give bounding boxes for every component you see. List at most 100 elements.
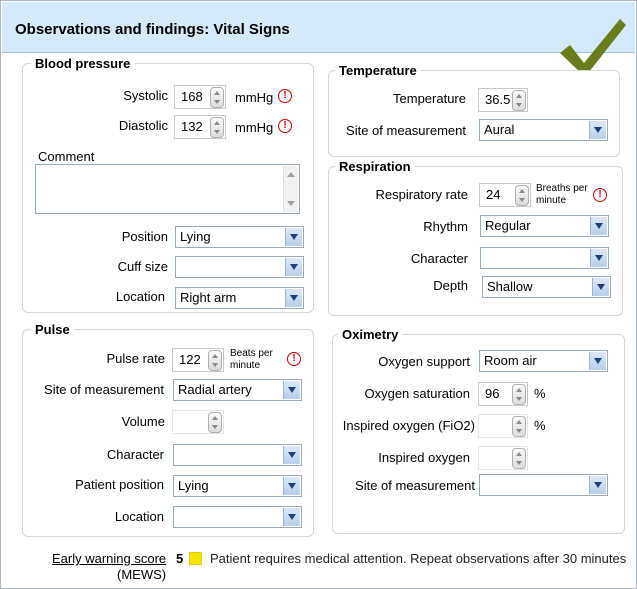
pulse-site-label: Site of measurement — [44, 382, 164, 397]
pulse-rate-spinner-icon[interactable] — [208, 350, 222, 371]
chevron-down-icon[interactable] — [592, 278, 609, 296]
temperature-value: 36.5 — [485, 92, 511, 107]
bp-position-value: Lying — [180, 229, 211, 244]
rhythm-value: Regular — [485, 218, 531, 233]
depth-value: Shallow — [487, 279, 533, 294]
comment-scrollbar[interactable] — [283, 166, 298, 212]
mews-message: Patient requires medical attention. Repe… — [210, 551, 627, 566]
oxygen-saturation-value: 96 — [485, 386, 500, 401]
chevron-down-icon[interactable] — [285, 228, 302, 246]
diastolic-warning-icon: ! — [278, 119, 292, 133]
patient-position-select[interactable]: Lying — [173, 475, 302, 497]
oxygen-support-value: Room air — [484, 353, 537, 368]
bp-location-value: Right arm — [180, 290, 237, 305]
inspired-oxygen-spinner-icon[interactable] — [512, 448, 526, 469]
patient-position-label: Patient position — [75, 477, 164, 492]
respiratory-rate-spinner-icon[interactable] — [515, 185, 529, 206]
comment-textarea[interactable] — [35, 164, 300, 214]
pulse-character-select[interactable] — [173, 444, 302, 466]
temperature-spinner-icon[interactable] — [512, 90, 526, 111]
rhythm-label: Rhythm — [423, 219, 468, 234]
fio2-spinner-icon[interactable] — [512, 416, 526, 437]
respiratory-rate-warning-icon: ! — [593, 188, 607, 202]
depth-select[interactable]: Shallow — [482, 276, 611, 298]
respiratory-rate-unit-line1: Breaths per — [536, 183, 588, 194]
oximetry-site-select[interactable] — [479, 474, 608, 496]
volume-spinner-icon[interactable] — [208, 412, 222, 433]
pulse-site-value: Radial artery — [178, 382, 252, 397]
bp-location-select[interactable]: Right arm — [175, 287, 304, 309]
respiratory-rate-input[interactable]: 24 — [479, 183, 531, 207]
early-warning-score-link[interactable]: Early warning score — [52, 551, 167, 566]
temperature-legend: Temperature — [335, 63, 421, 78]
fio2-input[interactable] — [478, 414, 528, 438]
chevron-down-icon[interactable] — [589, 476, 606, 494]
oxygen-saturation-spinner-icon[interactable] — [512, 384, 526, 405]
respiration-legend: Respiration — [335, 159, 415, 174]
oximetry-site-label: Site of measurement — [355, 478, 475, 493]
temperature-group — [328, 70, 620, 157]
oxygen-support-select[interactable]: Room air — [479, 350, 608, 372]
pulse-location-select[interactable] — [173, 506, 302, 528]
header-bar: Observations and findings: Vital Signs — [2, 2, 635, 77]
cuff-size-label: Cuff size — [117, 259, 168, 274]
pulse-site-select[interactable]: Radial artery — [173, 379, 302, 401]
systolic-unit: mmHg — [235, 90, 274, 105]
oxygen-saturation-unit: % — [534, 386, 546, 401]
diastolic-value: 132 — [181, 119, 203, 134]
chevron-down-icon[interactable] — [589, 121, 606, 139]
chevron-down-icon[interactable] — [285, 258, 302, 276]
cuff-size-select[interactable] — [175, 256, 304, 278]
temperature-input[interactable]: 36.5 — [478, 88, 528, 112]
diastolic-spinner-icon[interactable] — [210, 117, 224, 138]
pulse-rate-warning-icon: ! — [287, 352, 301, 366]
comment-label: Comment — [38, 149, 95, 164]
chevron-down-icon[interactable] — [283, 381, 300, 399]
diastolic-unit: mmHg — [235, 120, 274, 135]
checkmark-icon — [560, 19, 626, 77]
oximetry-legend: Oximetry — [338, 327, 403, 342]
blood-pressure-legend: Blood pressure — [31, 56, 135, 71]
mews-sublabel: (MEWS) — [117, 567, 167, 582]
respiration-character-select[interactable] — [480, 247, 609, 269]
oxygen-saturation-label: Oxygen saturation — [364, 386, 470, 401]
systolic-label: Systolic — [123, 88, 168, 103]
chevron-down-icon[interactable] — [283, 477, 300, 495]
volume-input[interactable] — [172, 410, 224, 434]
fio2-unit: % — [534, 418, 546, 433]
mews-indicator — [189, 552, 202, 565]
diastolic-input[interactable]: 132 — [174, 115, 226, 139]
bp-position-select[interactable]: Lying — [175, 226, 304, 248]
respiration-character-label: Character — [410, 251, 468, 266]
volume-label: Volume — [121, 414, 165, 429]
chevron-down-icon[interactable] — [589, 352, 606, 370]
respiratory-rate-unit-line2: minute — [536, 195, 567, 206]
pulse-legend: Pulse — [31, 322, 74, 337]
pulse-group — [22, 329, 314, 537]
position-label: Position — [121, 229, 168, 244]
fio2-label: Inspired oxygen (FiO2) — [342, 418, 475, 433]
page-title: Observations and findings: Vital Signs — [15, 21, 290, 38]
pulse-rate-label: Pulse rate — [106, 351, 165, 366]
temperature-label: Temperature — [393, 91, 466, 106]
patient-position-value: Lying — [178, 478, 209, 493]
respiratory-rate-value: 24 — [486, 187, 501, 202]
systolic-warning-icon: ! — [278, 89, 292, 103]
chevron-down-icon[interactable] — [285, 289, 302, 307]
systolic-input[interactable]: 168 — [174, 85, 226, 109]
oxygen-support-label: Oxygen support — [378, 354, 470, 369]
rhythm-select[interactable]: Regular — [480, 215, 609, 237]
oxygen-saturation-input[interactable]: 96 — [478, 382, 528, 406]
chevron-down-icon[interactable] — [283, 446, 300, 464]
depth-label: Depth — [433, 278, 468, 293]
chevron-down-icon[interactable] — [590, 249, 607, 267]
systolic-spinner-icon[interactable] — [210, 87, 224, 108]
inspired-oxygen-label: Inspired oxygen — [378, 450, 470, 465]
pulse-rate-input[interactable]: 122 — [172, 348, 224, 372]
pulse-rate-value: 122 — [179, 352, 201, 367]
temperature-site-select[interactable]: Aural — [479, 119, 608, 141]
chevron-down-icon[interactable] — [590, 217, 607, 235]
chevron-down-icon[interactable] — [283, 508, 300, 526]
inspired-oxygen-input[interactable] — [478, 446, 528, 470]
